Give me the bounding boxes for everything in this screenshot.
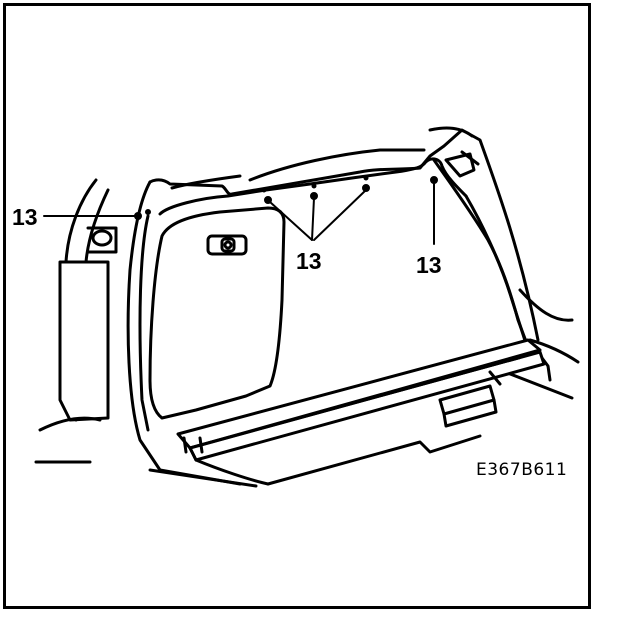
panel-switch	[206, 234, 248, 256]
clip-left-b	[145, 209, 151, 215]
leader-center-b	[311, 197, 315, 241]
left-pillar	[34, 178, 118, 464]
clip-center-c	[362, 184, 370, 192]
callout-label-left: 13	[12, 204, 38, 230]
callout-label-right: 13	[416, 252, 442, 278]
quarter-window	[148, 206, 286, 420]
load-floor	[148, 338, 546, 488]
leader-lines	[43, 181, 435, 245]
leader-center-a	[269, 201, 313, 241]
leader-center-c	[313, 189, 367, 241]
callout-label-center: 13	[296, 248, 322, 274]
roof-lines	[170, 126, 480, 190]
figure-code: E367B611	[476, 460, 568, 480]
side-trim-panel	[126, 128, 540, 486]
fastener-clips	[134, 175, 438, 220]
